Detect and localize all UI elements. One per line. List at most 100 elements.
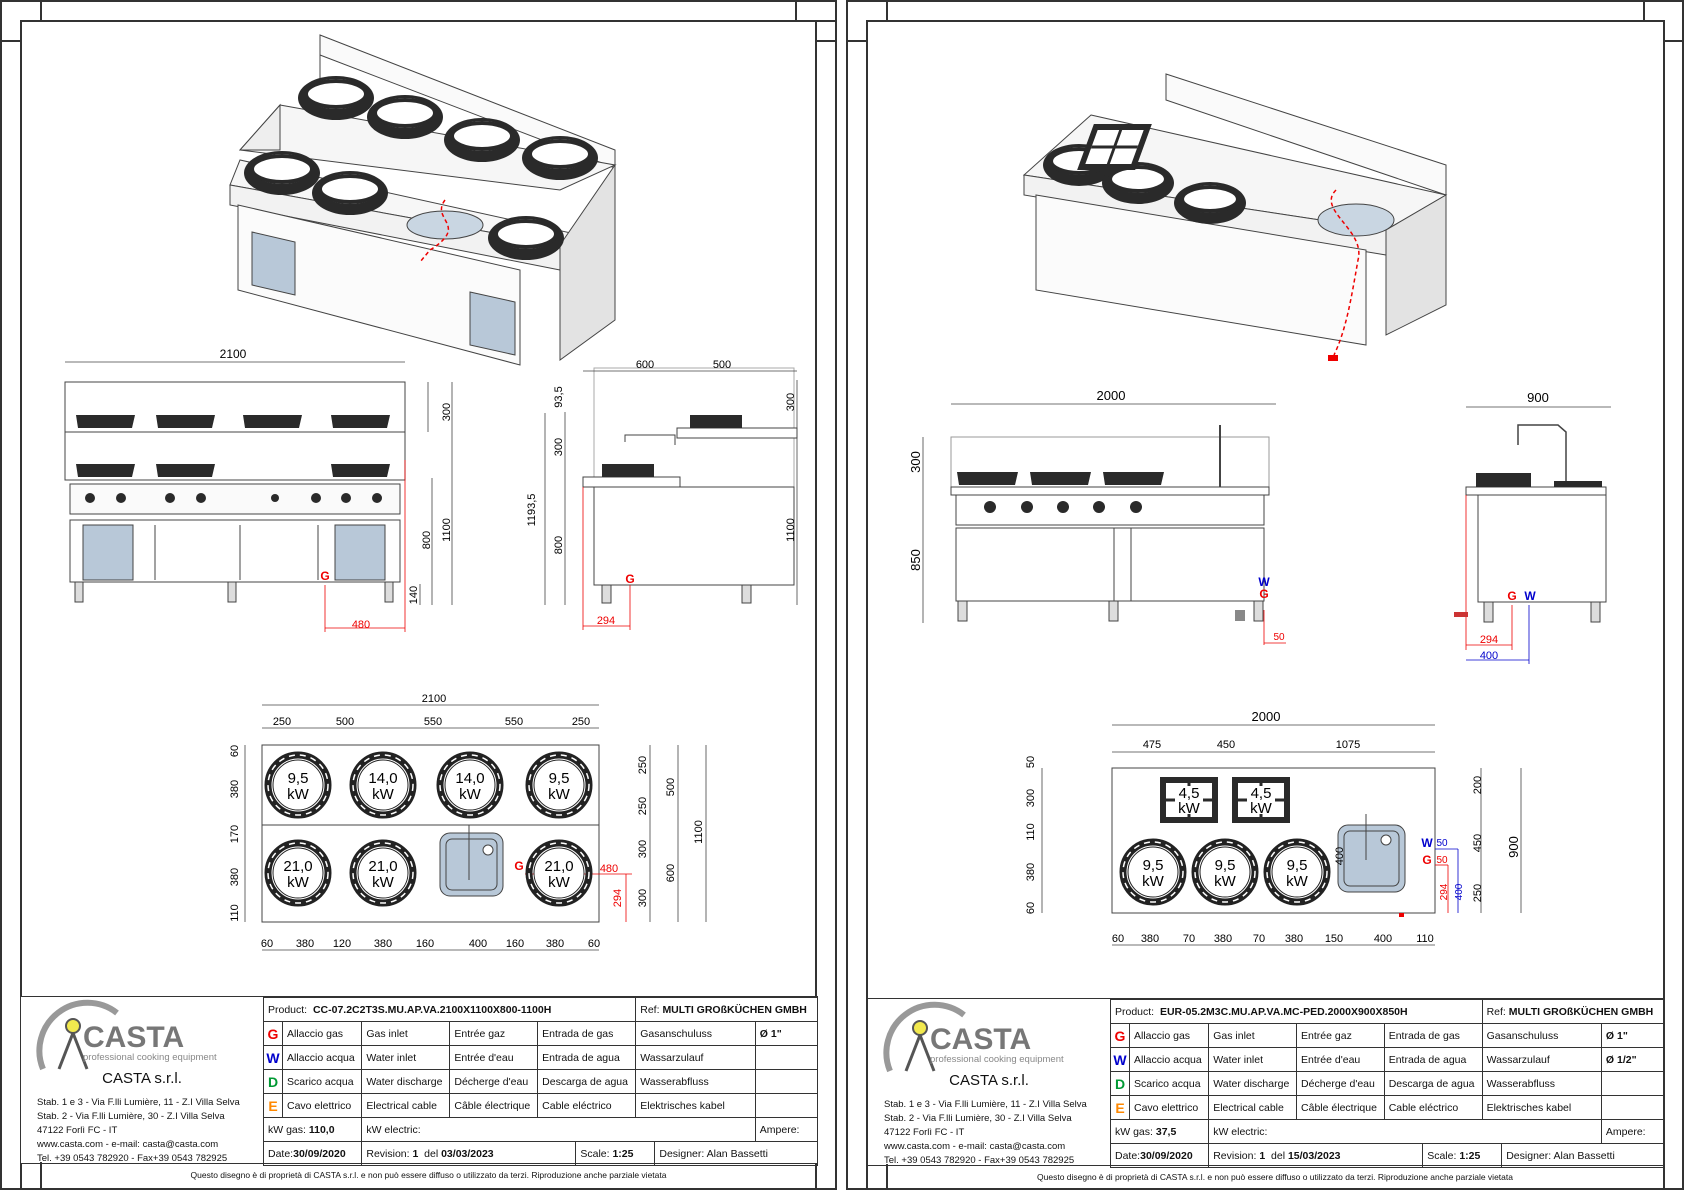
svg-text:380: 380 [1025, 863, 1037, 881]
svg-text:21,0: 21,0 [368, 858, 397, 875]
plan-burners-top: 9,5kW 14,0kW 14,0kW 9,5kW [268, 755, 589, 815]
svg-text:475: 475 [1143, 739, 1161, 751]
date-value: 30/09/2020 [1140, 1149, 1193, 1162]
front-work-height-label: 850 [908, 549, 923, 571]
drawing-left: 2100 300 1100 800 140 480 G 600 500 93,5… [64, 34, 798, 951]
plan-width-label: 2100 [422, 693, 446, 705]
svg-text:400: 400 [1374, 933, 1392, 945]
svg-text:kW: kW [1142, 873, 1165, 890]
side-gas-offset-label: 294 [597, 615, 615, 627]
svg-text:kW: kW [287, 786, 310, 803]
side-gas-dim [1465, 495, 1513, 650]
svg-text:14,0: 14,0 [368, 770, 397, 787]
svg-text:500: 500 [336, 716, 354, 728]
plan-bottom-dims: 60 380 70 380 70 380 150 400 110 [1112, 933, 1434, 945]
front-foot-pedal [1235, 610, 1245, 621]
logo-arc-icon [883, 1001, 966, 1073]
ref-value: MULTI GROßKÜCHEN GMBH [1508, 1005, 1654, 1018]
plan-gas-marker: G [1422, 853, 1431, 867]
front-gas-marker: G [1259, 587, 1268, 601]
svg-text:250: 250 [572, 716, 590, 728]
svg-text:CASTA: CASTA [83, 1021, 184, 1054]
side-gas-dim [582, 487, 631, 630]
plan-water-dim [1435, 848, 1459, 913]
side-view-burners [1476, 473, 1602, 487]
svg-text:450: 450 [1472, 834, 1484, 852]
front-view-dimensions [922, 403, 1276, 623]
spec-table: Product: EUR-05.2M3C.MU.AP.VA.MC-PED.200… [1109, 999, 1665, 1168]
svg-text:250: 250 [637, 756, 649, 774]
burner-ring: 9,5kW [1267, 842, 1327, 902]
burner-ring: 21,0kW [353, 843, 413, 903]
burner-ring: 14,0kW [353, 755, 413, 815]
logo-compass-icon [65, 1018, 81, 1034]
plan-gas-marker: G [514, 859, 523, 873]
svg-text:kW: kW [1250, 800, 1273, 817]
svg-text:380: 380 [1141, 933, 1159, 945]
svg-text:9,5: 9,5 [549, 770, 570, 787]
plan-top-dims: 475 450 1075 [1143, 739, 1360, 751]
title-block-left: CASTA professional cooking equipment CAS… [20, 996, 819, 1166]
plan-grates: 4,5kW 4,5kW [1158, 775, 1292, 825]
kw-gas-value: 110,0 [308, 1123, 335, 1136]
side-view-burners [602, 415, 742, 477]
plan-gas-dim [1435, 864, 1449, 913]
svg-text:500: 500 [665, 778, 677, 796]
side-gas-offset-label: 294 [1480, 634, 1498, 646]
plan-water-marker: W [1421, 836, 1433, 850]
front-gas-marker: G [320, 569, 329, 583]
svg-text:110: 110 [1025, 823, 1037, 841]
front-view [950, 425, 1270, 622]
casta-logo: CASTA professional cooking equipment [883, 1001, 1064, 1073]
svg-text:900: 900 [1506, 836, 1521, 858]
plan-gas-y: 294 [1439, 883, 1450, 900]
svg-text:300: 300 [637, 889, 649, 907]
plan-dimensions [244, 704, 707, 951]
svg-text:150: 150 [1325, 933, 1343, 945]
svg-text:550: 550 [505, 716, 523, 728]
front-width-label: 2000 [1097, 388, 1126, 403]
front-work-height-label: 800 [421, 531, 433, 549]
side-depth2-label: 500 [713, 359, 731, 371]
side-gas-marker: G [625, 572, 634, 586]
svg-text:250: 250 [637, 797, 649, 815]
side-total-height-label: 1193,5 [526, 494, 538, 527]
title-block-right: CASTA professional cooking equipment CAS… [867, 998, 1665, 1168]
side-depth1-label: 600 [636, 359, 654, 371]
svg-text:14,0: 14,0 [455, 770, 484, 787]
svg-text:professional cooking equipment: professional cooking equipment [83, 1052, 217, 1063]
burner-ring: 9,5kW [1123, 842, 1183, 902]
plan-water-offset: 50 [1436, 838, 1448, 849]
front-leg-height-label: 140 [408, 586, 420, 604]
front-gas-offset-label: 480 [352, 619, 370, 631]
front-view-burners [957, 472, 1164, 513]
svg-text:9,5: 9,5 [1287, 857, 1308, 874]
grate-burner: 4,5kW [1230, 775, 1292, 825]
side-water-offset-label: 400 [1480, 650, 1498, 662]
isometric-view [229, 34, 617, 366]
company-name: CASTA s.r.l. [102, 1070, 182, 1087]
logo-arc-icon [36, 999, 119, 1071]
plan-water-y: 400 [1454, 883, 1465, 900]
svg-text:250: 250 [273, 716, 291, 728]
company-block: CASTA professional cooking equipment CAS… [21, 997, 264, 1164]
plan-left-dims: 60 380 170 380 110 [229, 745, 241, 922]
front-water-marker: W [1258, 575, 1270, 589]
svg-text:380: 380 [546, 938, 564, 950]
company-address: Stab. 1 e 3 - Via F.lli Lumière, 11 - Z.… [884, 1099, 1087, 1166]
svg-text:kW: kW [459, 786, 482, 803]
svg-text:4,5: 4,5 [1251, 785, 1272, 802]
svg-text:4,5: 4,5 [1179, 785, 1200, 802]
plan-left-dims: 50 300 110 380 60 [1025, 756, 1037, 914]
svg-text:9,5: 9,5 [1143, 857, 1164, 874]
spec-table: Product: CC-07.2C2T3S.MU.AP.VA.2100X1100… [262, 997, 819, 1166]
svg-text:250: 250 [1472, 884, 1484, 902]
front-offset-label: 50 [1273, 632, 1285, 643]
logo-compass-icon [912, 1020, 928, 1036]
side-foot-pedal [1454, 612, 1468, 617]
